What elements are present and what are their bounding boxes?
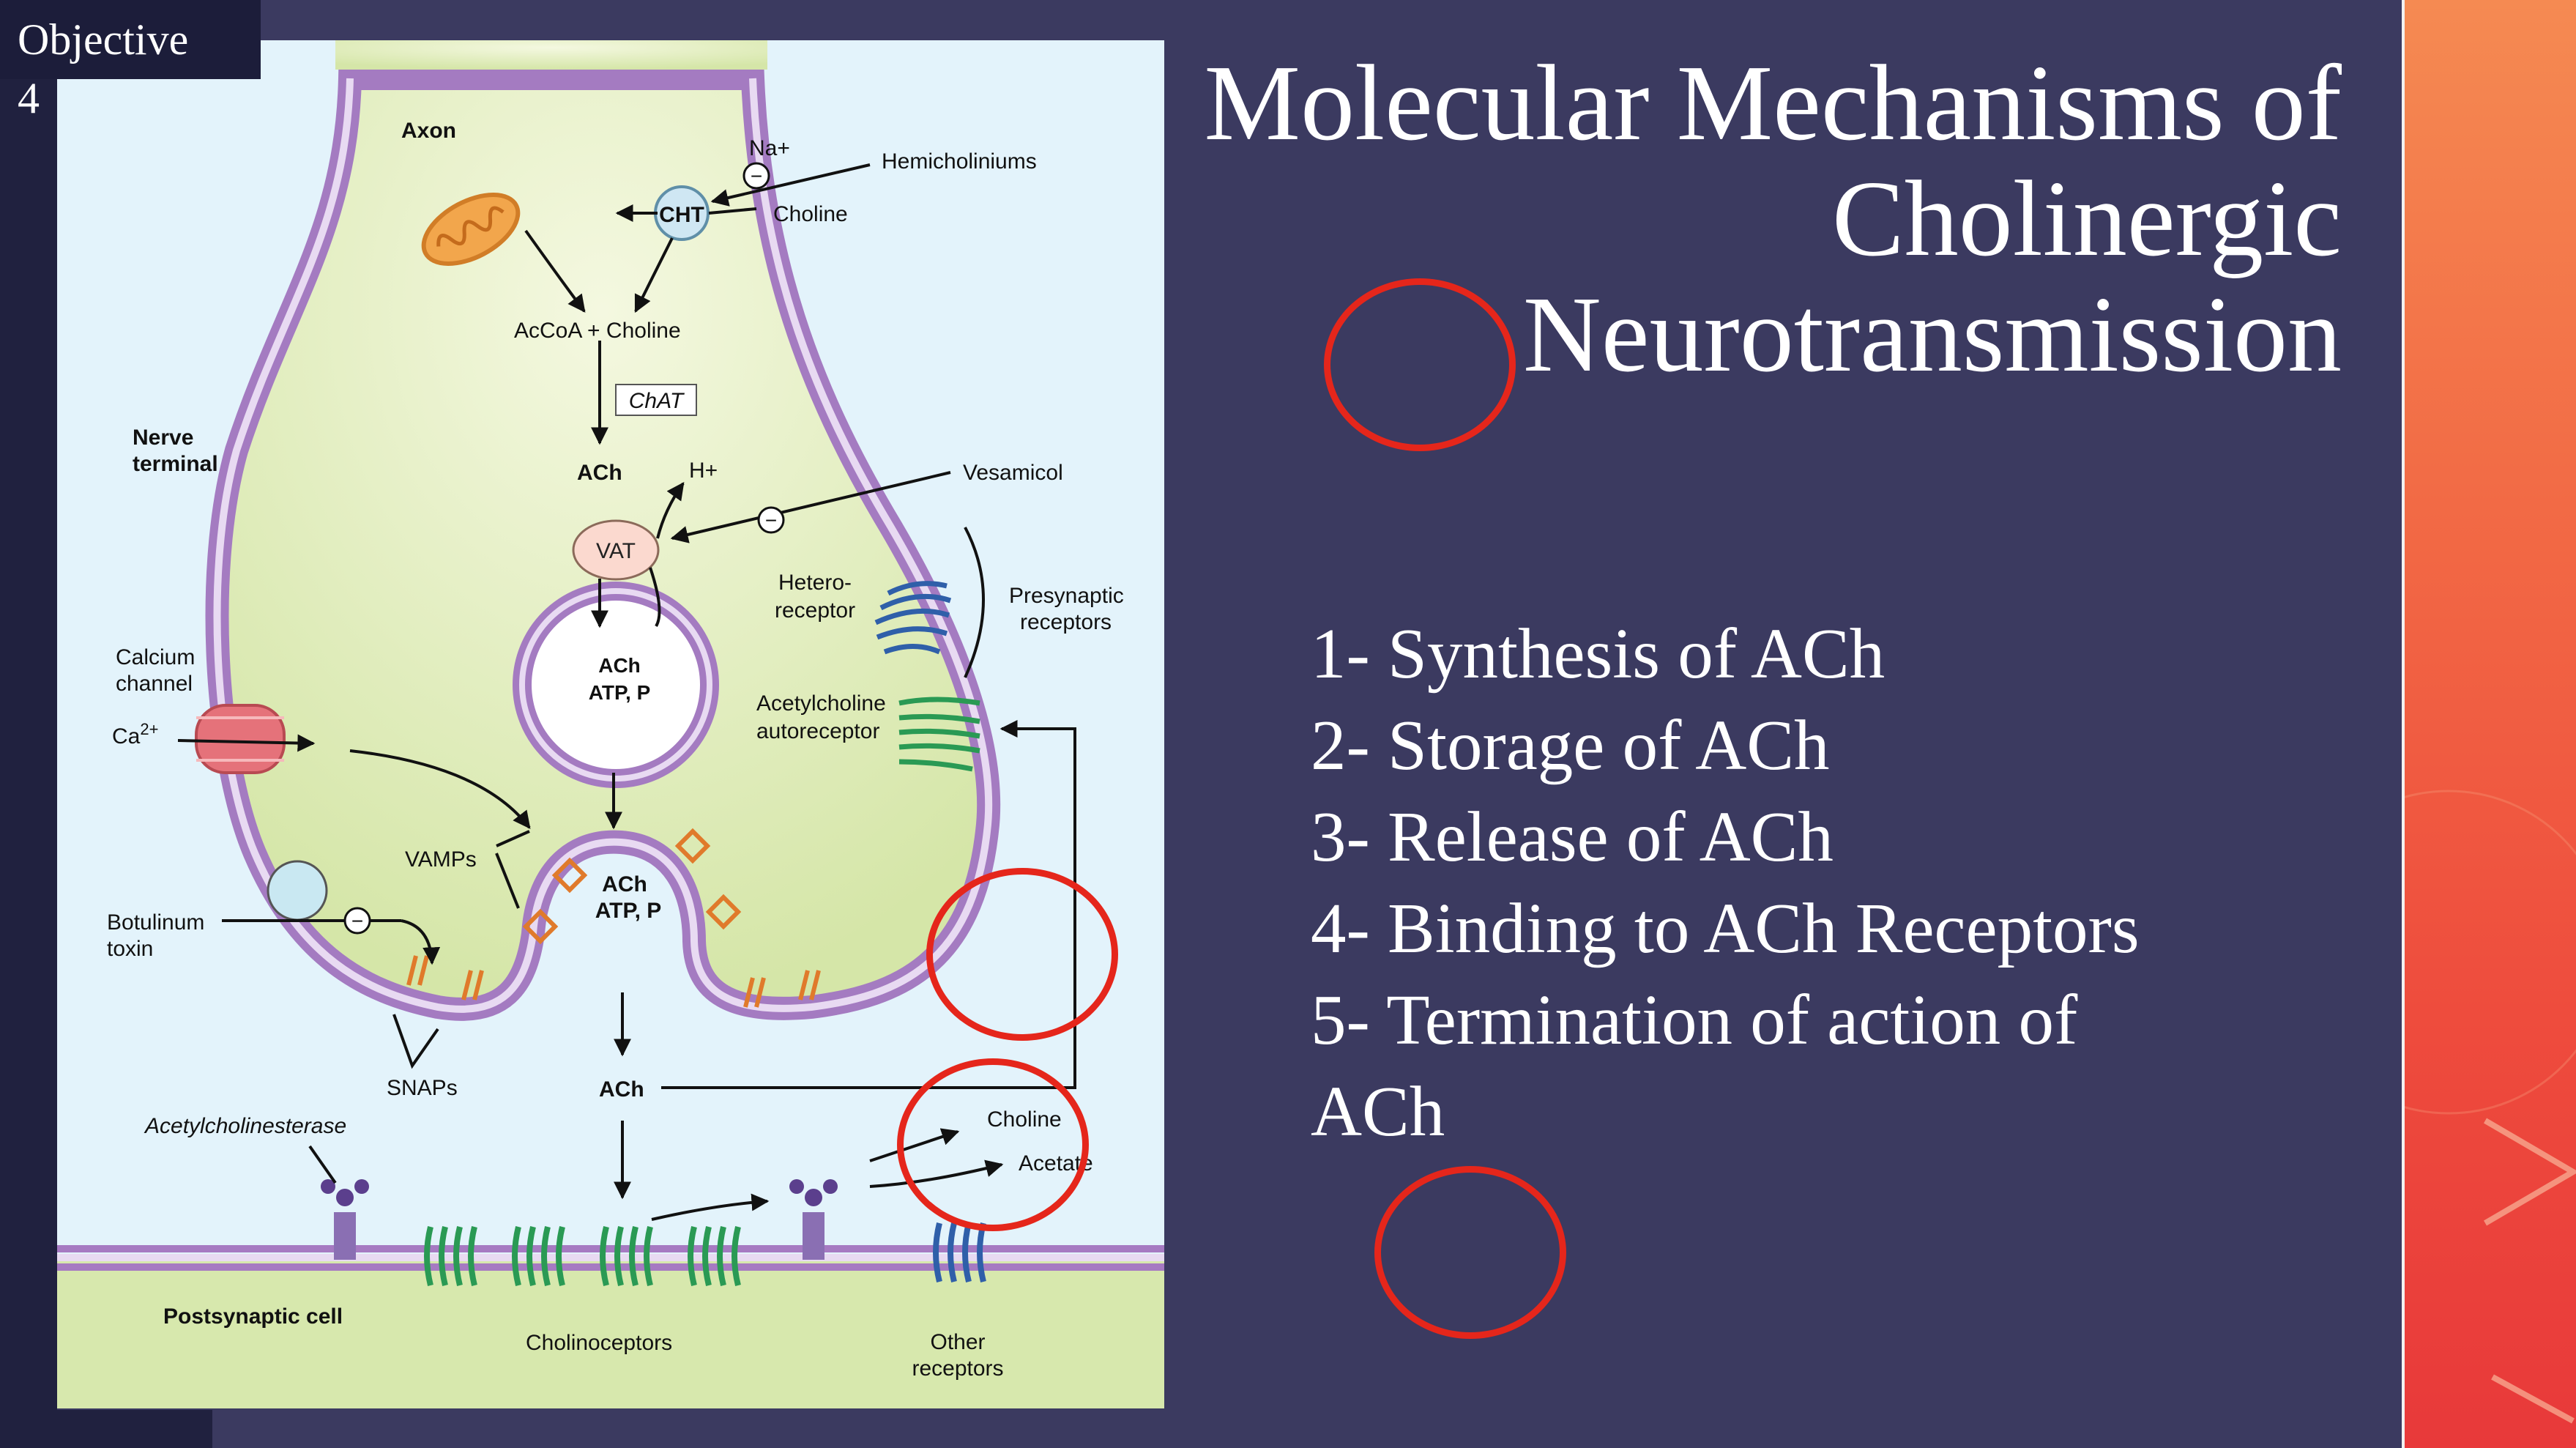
objective-item: ACh <box>1311 1072 1445 1151</box>
label-auto-2: autoreceptor <box>756 719 879 743</box>
label-calcium-1: Calcium <box>116 645 195 669</box>
cholinoceptors-icon <box>424 1226 741 1286</box>
label-terminal: terminal <box>133 452 218 476</box>
vat-transporter <box>572 519 660 581</box>
left-accent-strip <box>0 0 57 1448</box>
annotation-circle <box>897 1058 1089 1231</box>
label-axon: Axon <box>401 119 456 143</box>
label-ca: Ca2+ <box>112 720 158 749</box>
annotation-circle <box>1374 1166 1566 1339</box>
objective-item: 4- Binding to ACh Receptors <box>1311 889 2140 968</box>
label-hetero-1: Hetero- <box>778 571 852 595</box>
label-ach-cleft: ACh <box>599 1077 644 1102</box>
objective-number: 4 <box>18 74 40 122</box>
label-accoa-choline: AcCoA + Choline <box>514 319 681 343</box>
label-snaps: SNAPs <box>387 1076 458 1100</box>
title-line-3: Neurotransmission <box>1522 275 2342 395</box>
label-presynaptic-1: Presynaptic <box>1009 584 1124 608</box>
objective-tab: Objective 4 <box>0 0 261 120</box>
label-hemicholiniums: Hemicholiniums <box>882 149 1037 174</box>
objective-item: 2- Storage of ACh <box>1311 706 1830 784</box>
vesicle-content-atp: ATP, P <box>589 681 651 704</box>
label-chat: ChAT <box>629 389 685 413</box>
annotation-circle <box>926 868 1118 1041</box>
label-vamps: VAMPs <box>405 847 477 872</box>
label-choline-top: Choline <box>773 202 848 226</box>
label-fusing-ach: ACh <box>602 872 647 896</box>
right-accent-panel <box>2286 0 2576 1448</box>
snare-proteins <box>406 828 821 1008</box>
calcium-channel-icon <box>195 704 286 774</box>
objective-label: Objective <box>18 15 189 64</box>
inhibit-symbol-botulinum: − <box>351 910 363 932</box>
vat-label: VAT <box>596 539 636 563</box>
title-line-1: Molecular Mechanisms of <box>1204 43 2342 163</box>
decorative-chevrons <box>2286 790 2576 1424</box>
label-other-1: Other <box>930 1330 985 1354</box>
diagram-labels: Axon Na+ Hemicholiniums Choline AcCoA + … <box>107 119 1124 1381</box>
label-calcium-2: channel <box>116 672 193 696</box>
heteroreceptor-icon <box>874 581 952 655</box>
label-fusing-atp: ATP, P <box>595 899 662 923</box>
objective-item: 3- Release of ACh <box>1311 798 1834 876</box>
label-vesamicol: Vesamicol <box>963 461 1063 485</box>
cht-transporter: CHT <box>654 185 710 241</box>
bottom-accent-strip <box>0 1410 212 1448</box>
cht-label: CHT <box>659 203 704 227</box>
label-h-plus: H+ <box>689 458 718 483</box>
objectives-list: 1- Synthesis of ACh 2- Storage of ACh 3-… <box>1311 608 2336 1157</box>
title-line-2: Cholinergic <box>1831 159 2342 279</box>
label-hetero-2: receptor <box>775 598 855 623</box>
vesicle-content-ach: ACh <box>598 654 641 677</box>
postsynaptic-cell <box>57 1245 1164 1408</box>
inhibit-symbol-hemicholinium: − <box>751 165 762 188</box>
storage-vesicle: VAT ACh ATP, P <box>513 519 719 788</box>
mitochondrion-icon <box>421 193 521 266</box>
annotation-circle <box>1324 278 1516 451</box>
label-auto-1: Acetylcholine <box>756 691 886 716</box>
label-nerve: Nerve <box>133 426 193 450</box>
label-na-plus: Na+ <box>749 136 790 160</box>
chat-box <box>615 384 697 416</box>
acetylcholinesterase-enzymes <box>321 1179 838 1260</box>
objective-item: 5- Termination of action of <box>1311 981 2078 1059</box>
slide-title: Molecular Mechanisms of Cholinergic Neur… <box>1097 45 2342 393</box>
label-ach-cytosol: ACh <box>577 461 622 485</box>
label-acetylcholinesterase: Acetylcholinesterase <box>144 1114 346 1138</box>
botulinum-toxin-icon <box>267 860 328 921</box>
label-botulinum-1: Botulinum <box>107 910 204 935</box>
label-other-2: receptors <box>912 1356 1003 1381</box>
label-presynaptic-2: receptors <box>1020 610 1112 634</box>
inhibit-symbol-vesamicol: − <box>765 509 777 532</box>
label-postsynaptic: Postsynaptic cell <box>163 1304 343 1329</box>
label-cholinoceptors: Cholinoceptors <box>526 1331 672 1355</box>
autoreceptor-icon <box>898 697 980 772</box>
objective-item: 1- Synthesis of ACh <box>1311 615 1886 693</box>
other-receptors-icon <box>933 1222 986 1282</box>
label-botulinum-2: toxin <box>107 937 153 961</box>
inhibition-symbols: − − − <box>343 162 785 935</box>
